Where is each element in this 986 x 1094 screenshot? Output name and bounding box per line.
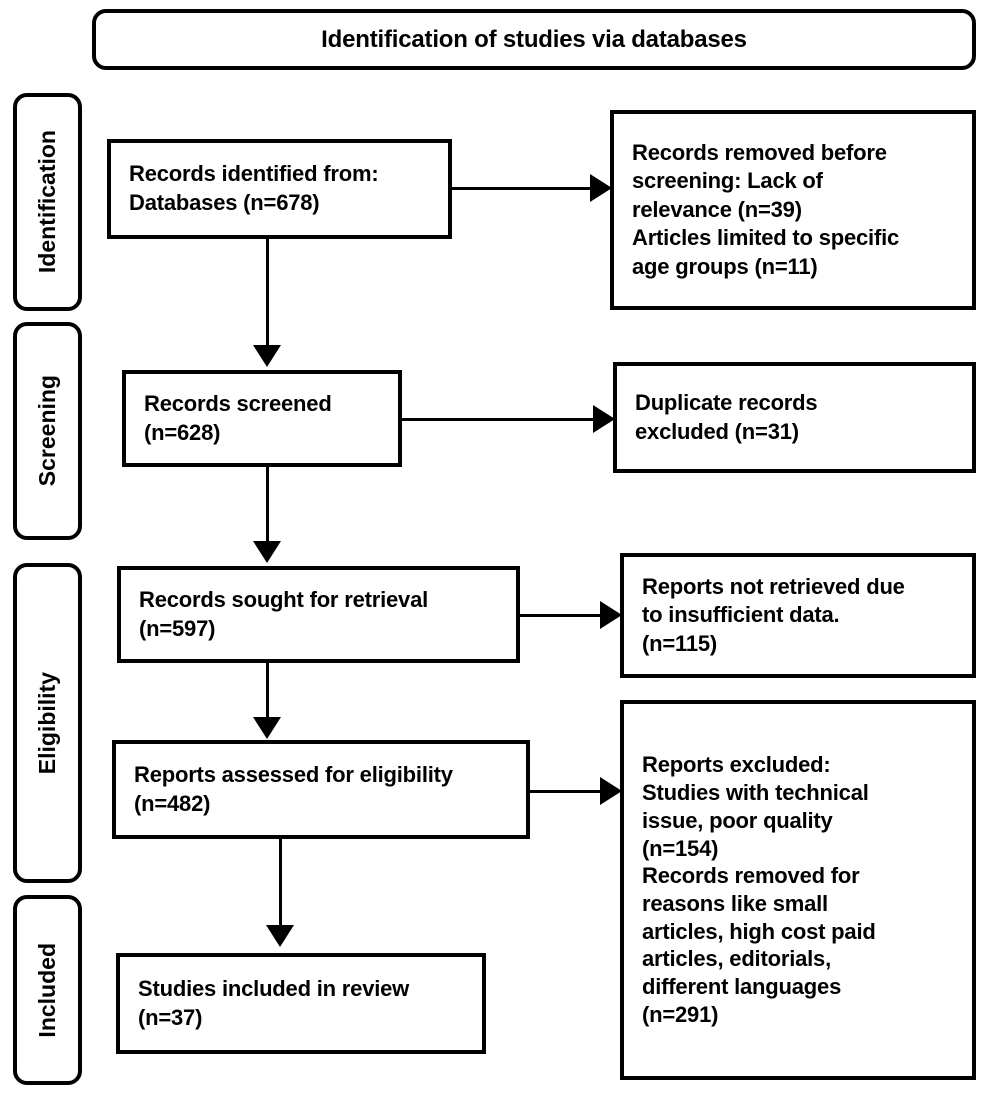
- box-records-removed-before-screening: Records removed before screening: Lack o…: [610, 110, 976, 310]
- arrowhead-sought-to-not-retrieved: [600, 601, 622, 629]
- arrowhead-assessed-to-included: [266, 925, 294, 947]
- box-reports-excluded: Reports excluded: Studies with technical…: [620, 700, 976, 1080]
- connector-sought-to-assessed: [266, 663, 269, 719]
- stage-label-identification-text: Identification: [34, 130, 60, 274]
- box-records-removed-before-screening-text: Records removed before screening: Lack o…: [632, 139, 900, 279]
- diagram-header-box: Identification of studies via databases: [92, 9, 976, 70]
- box-reports-not-retrieved: Reports not retrieved due to insufficien…: [620, 553, 976, 678]
- connector-identified-to-removed: [452, 187, 594, 190]
- box-duplicate-records-excluded-text: Duplicate records excluded (n=31): [635, 389, 818, 444]
- connector-screened-to-sought: [266, 467, 269, 543]
- box-reports-assessed-for-eligibility: Reports assessed for eligibility (n=482): [112, 740, 530, 839]
- connector-screened-to-duplicates: [402, 418, 597, 421]
- arrowhead-assessed-to-excluded: [600, 777, 622, 805]
- stage-label-eligibility: Eligibility: [13, 563, 82, 883]
- arrowhead-identified-to-removed: [590, 174, 612, 202]
- stage-label-eligibility-text: Eligibility: [34, 671, 60, 775]
- arrowhead-identified-to-screened: [253, 345, 281, 367]
- box-studies-included-in-review-text: Studies included in review (n=37): [138, 975, 410, 1030]
- connector-sought-to-not-retrieved: [520, 614, 604, 617]
- stage-label-included-text: Included: [34, 942, 60, 1038]
- box-duplicate-records-excluded: Duplicate records excluded (n=31): [613, 362, 976, 473]
- connector-identified-to-screened: [266, 239, 269, 347]
- box-records-sought-for-retrieval-text: Records sought for retrieval (n=597): [139, 586, 429, 641]
- box-records-identified: Records identified from: Databases (n=67…: [107, 139, 452, 239]
- arrowhead-screened-to-sought: [253, 541, 281, 563]
- stage-label-included: Included: [13, 895, 82, 1085]
- stage-label-screening: Screening: [13, 322, 82, 540]
- connector-assessed-to-included: [279, 839, 282, 927]
- arrowhead-screened-to-duplicates: [593, 405, 615, 433]
- box-reports-not-retrieved-text: Reports not retrieved due to insufficien…: [642, 573, 905, 656]
- box-studies-included-in-review: Studies included in review (n=37): [116, 953, 486, 1054]
- box-records-screened: Records screened (n=628): [122, 370, 402, 467]
- connector-assessed-to-excluded: [530, 790, 604, 793]
- box-records-sought-for-retrieval: Records sought for retrieval (n=597): [117, 566, 520, 663]
- stage-label-identification: Identification: [13, 93, 82, 311]
- box-records-screened-text: Records screened (n=628): [144, 390, 332, 445]
- box-reports-excluded-text: Reports excluded: Studies with technical…: [642, 752, 876, 1027]
- box-records-identified-text: Records identified from: Databases (n=67…: [129, 161, 379, 215]
- box-reports-assessed-for-eligibility-text: Reports assessed for eligibility (n=482): [134, 761, 453, 816]
- diagram-title: Identification of studies via databases: [321, 25, 747, 53]
- arrowhead-sought-to-assessed: [253, 717, 281, 739]
- stage-label-screening-text: Screening: [34, 375, 60, 487]
